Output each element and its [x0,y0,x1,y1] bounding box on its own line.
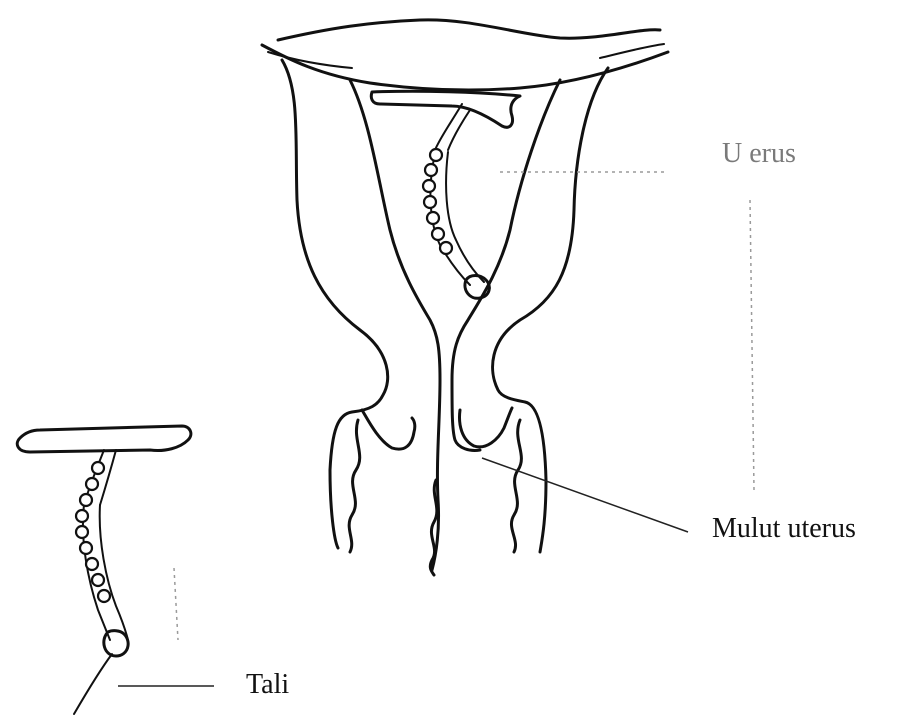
iud-string [74,654,112,714]
uterus-bracket-line [750,200,754,490]
vaginal-wall-left [349,420,360,552]
cervix-lip-right [460,408,512,447]
vaginal-wall-right [511,420,521,552]
label-uterus: U erus [722,140,796,168]
cervix-lip-left [362,410,415,449]
label-tali: Tali [246,671,289,699]
uterus-fundus [262,20,668,90]
uterus-outer-wall-left [282,60,388,548]
uterus-outer-wall-right [493,68,608,552]
tali-bracket-line [174,568,178,640]
uterus-inner-wall-left [350,80,440,570]
iud-standalone [17,426,191,714]
label-mulut-uterus: Mulut uterus [712,515,856,543]
uterus-inner-wall-right [452,80,560,451]
